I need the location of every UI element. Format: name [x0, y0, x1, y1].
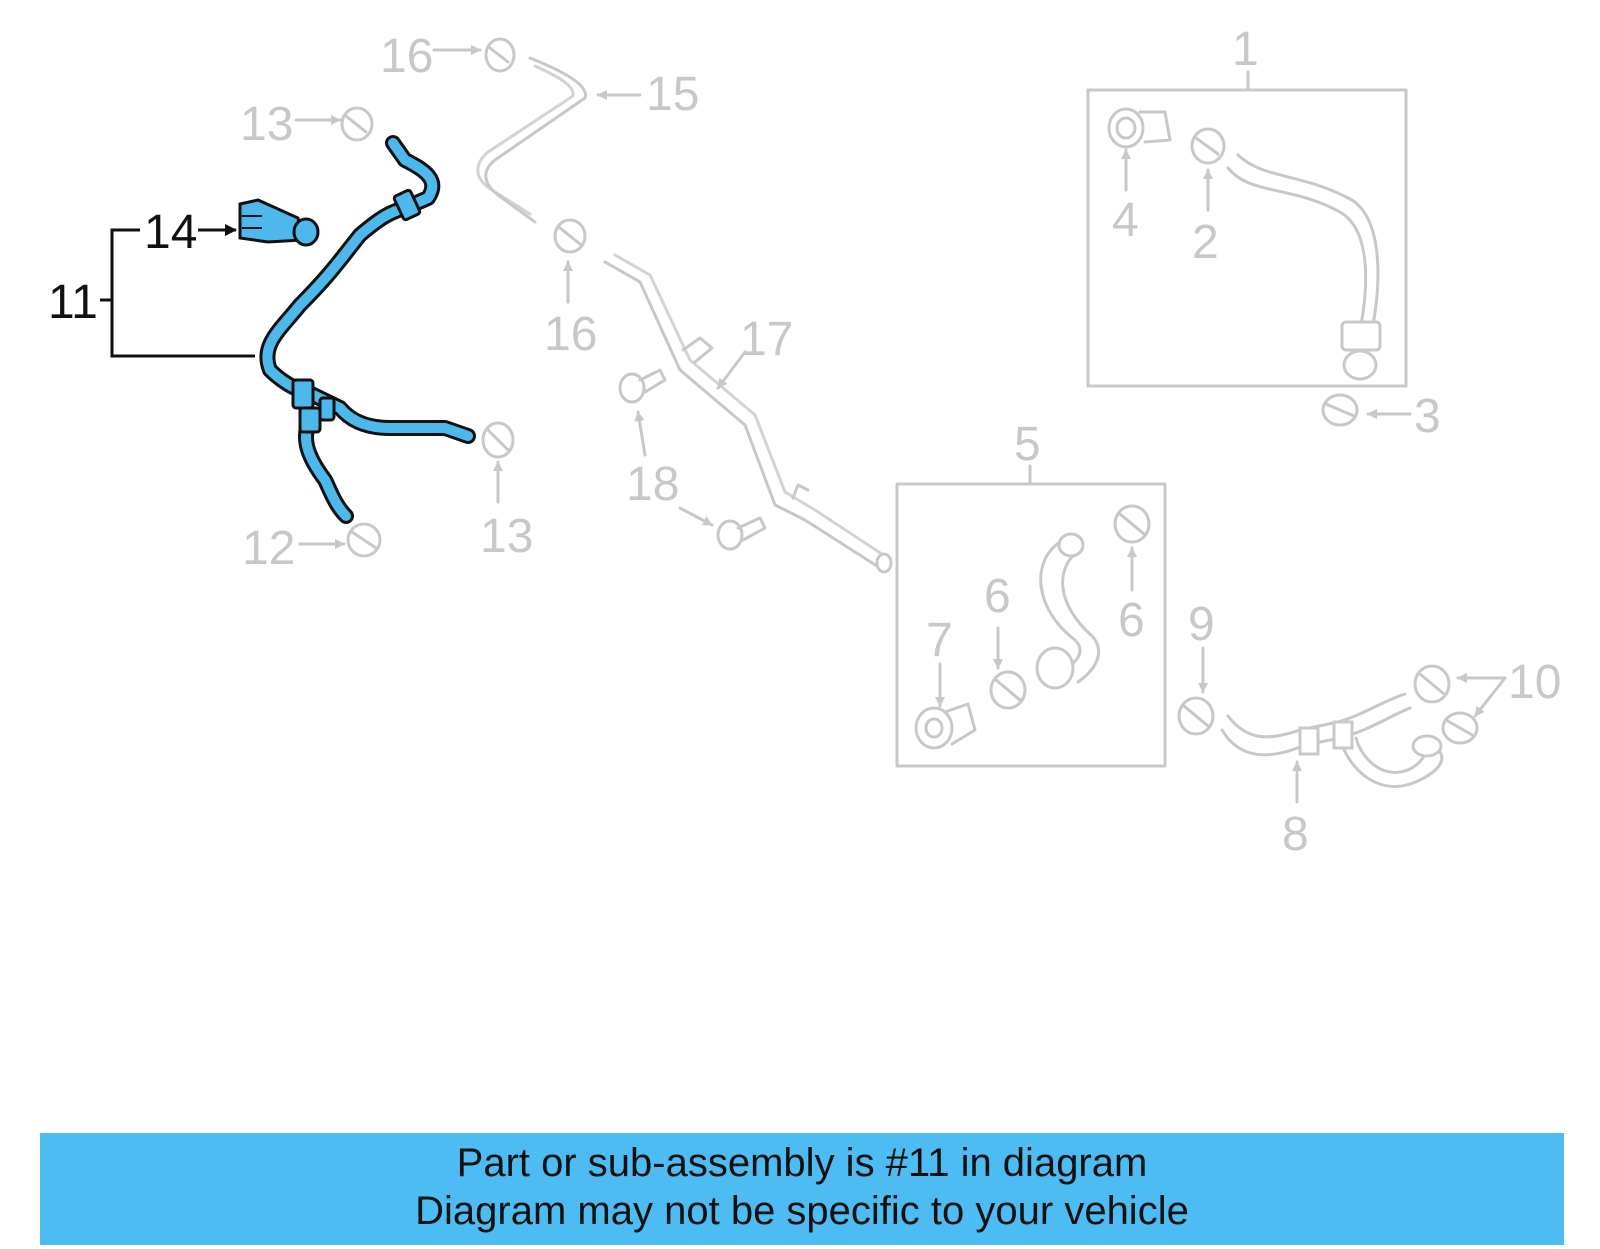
hose-part-8 [1220, 692, 1444, 788]
callout-14: 14 [144, 206, 197, 259]
callout-10: 10 [1508, 656, 1561, 709]
callout-1: 1 [1232, 23, 1259, 76]
info-banner: Part or sub-assembly is #11 in diagram D… [40, 1133, 1564, 1245]
callout-17: 17 [740, 313, 793, 366]
callout-13-top: 13 [240, 98, 293, 151]
bolt-icon [618, 368, 667, 404]
callout-18: 18 [626, 458, 679, 511]
callout-16-mid: 16 [544, 308, 597, 361]
clamp-icon [1113, 504, 1151, 544]
leader-line [1473, 676, 1507, 718]
banner-line-2: Diagram may not be specific to your vehi… [415, 1189, 1189, 1233]
callout-5: 5 [1014, 418, 1041, 471]
clamp-icon [989, 670, 1027, 710]
callout-2: 2 [1192, 216, 1219, 269]
callout-6-left: 6 [984, 570, 1011, 623]
banner-line-1: Part or sub-assembly is #11 in diagram [456, 1141, 1148, 1185]
hose-part-1 [1226, 153, 1382, 381]
clamp-icon [1321, 393, 1359, 427]
box-part-5 [895, 464, 1167, 768]
clamp-icon [1177, 696, 1215, 736]
hose-part-5 [1035, 532, 1101, 690]
clamp-icon [340, 106, 374, 142]
clamp-icon [1441, 711, 1479, 745]
callout-16-top: 16 [380, 30, 433, 83]
fitting-part-7 [914, 702, 977, 750]
clamp-icon [346, 522, 382, 558]
clamp-icon [484, 37, 516, 73]
callout-9: 9 [1188, 598, 1215, 651]
clamp-icon [1413, 664, 1451, 704]
callout-12: 12 [242, 522, 295, 575]
callout-8: 8 [1282, 808, 1309, 861]
callout-13-bottom: 13 [480, 510, 533, 563]
leader-line [678, 506, 714, 527]
callout-6-right: 6 [1118, 594, 1145, 647]
connector-part-14 [238, 198, 320, 247]
leader-line [716, 350, 747, 390]
callout-11: 11 [48, 276, 98, 329]
elbow-fitting-part-4 [1107, 107, 1172, 149]
callout-4: 4 [1112, 194, 1139, 247]
box-part-1 [1086, 70, 1408, 388]
callout-15: 15 [646, 68, 699, 121]
pipe-part-17 [603, 253, 893, 574]
callout-3: 3 [1414, 390, 1441, 443]
clamp-icon [553, 218, 587, 254]
bolt-icon [716, 516, 767, 551]
parts-diagram: 16 15 16 17 18 1 4 [48, 23, 1561, 861]
leader-line [634, 410, 647, 457]
callout-7: 7 [926, 614, 953, 667]
bracket-line [110, 228, 255, 358]
clamp-icon [1190, 127, 1226, 165]
clamp-icon [481, 421, 515, 459]
pipe-part-15 [476, 56, 587, 224]
hose-assembly-part-11 [259, 135, 476, 524]
